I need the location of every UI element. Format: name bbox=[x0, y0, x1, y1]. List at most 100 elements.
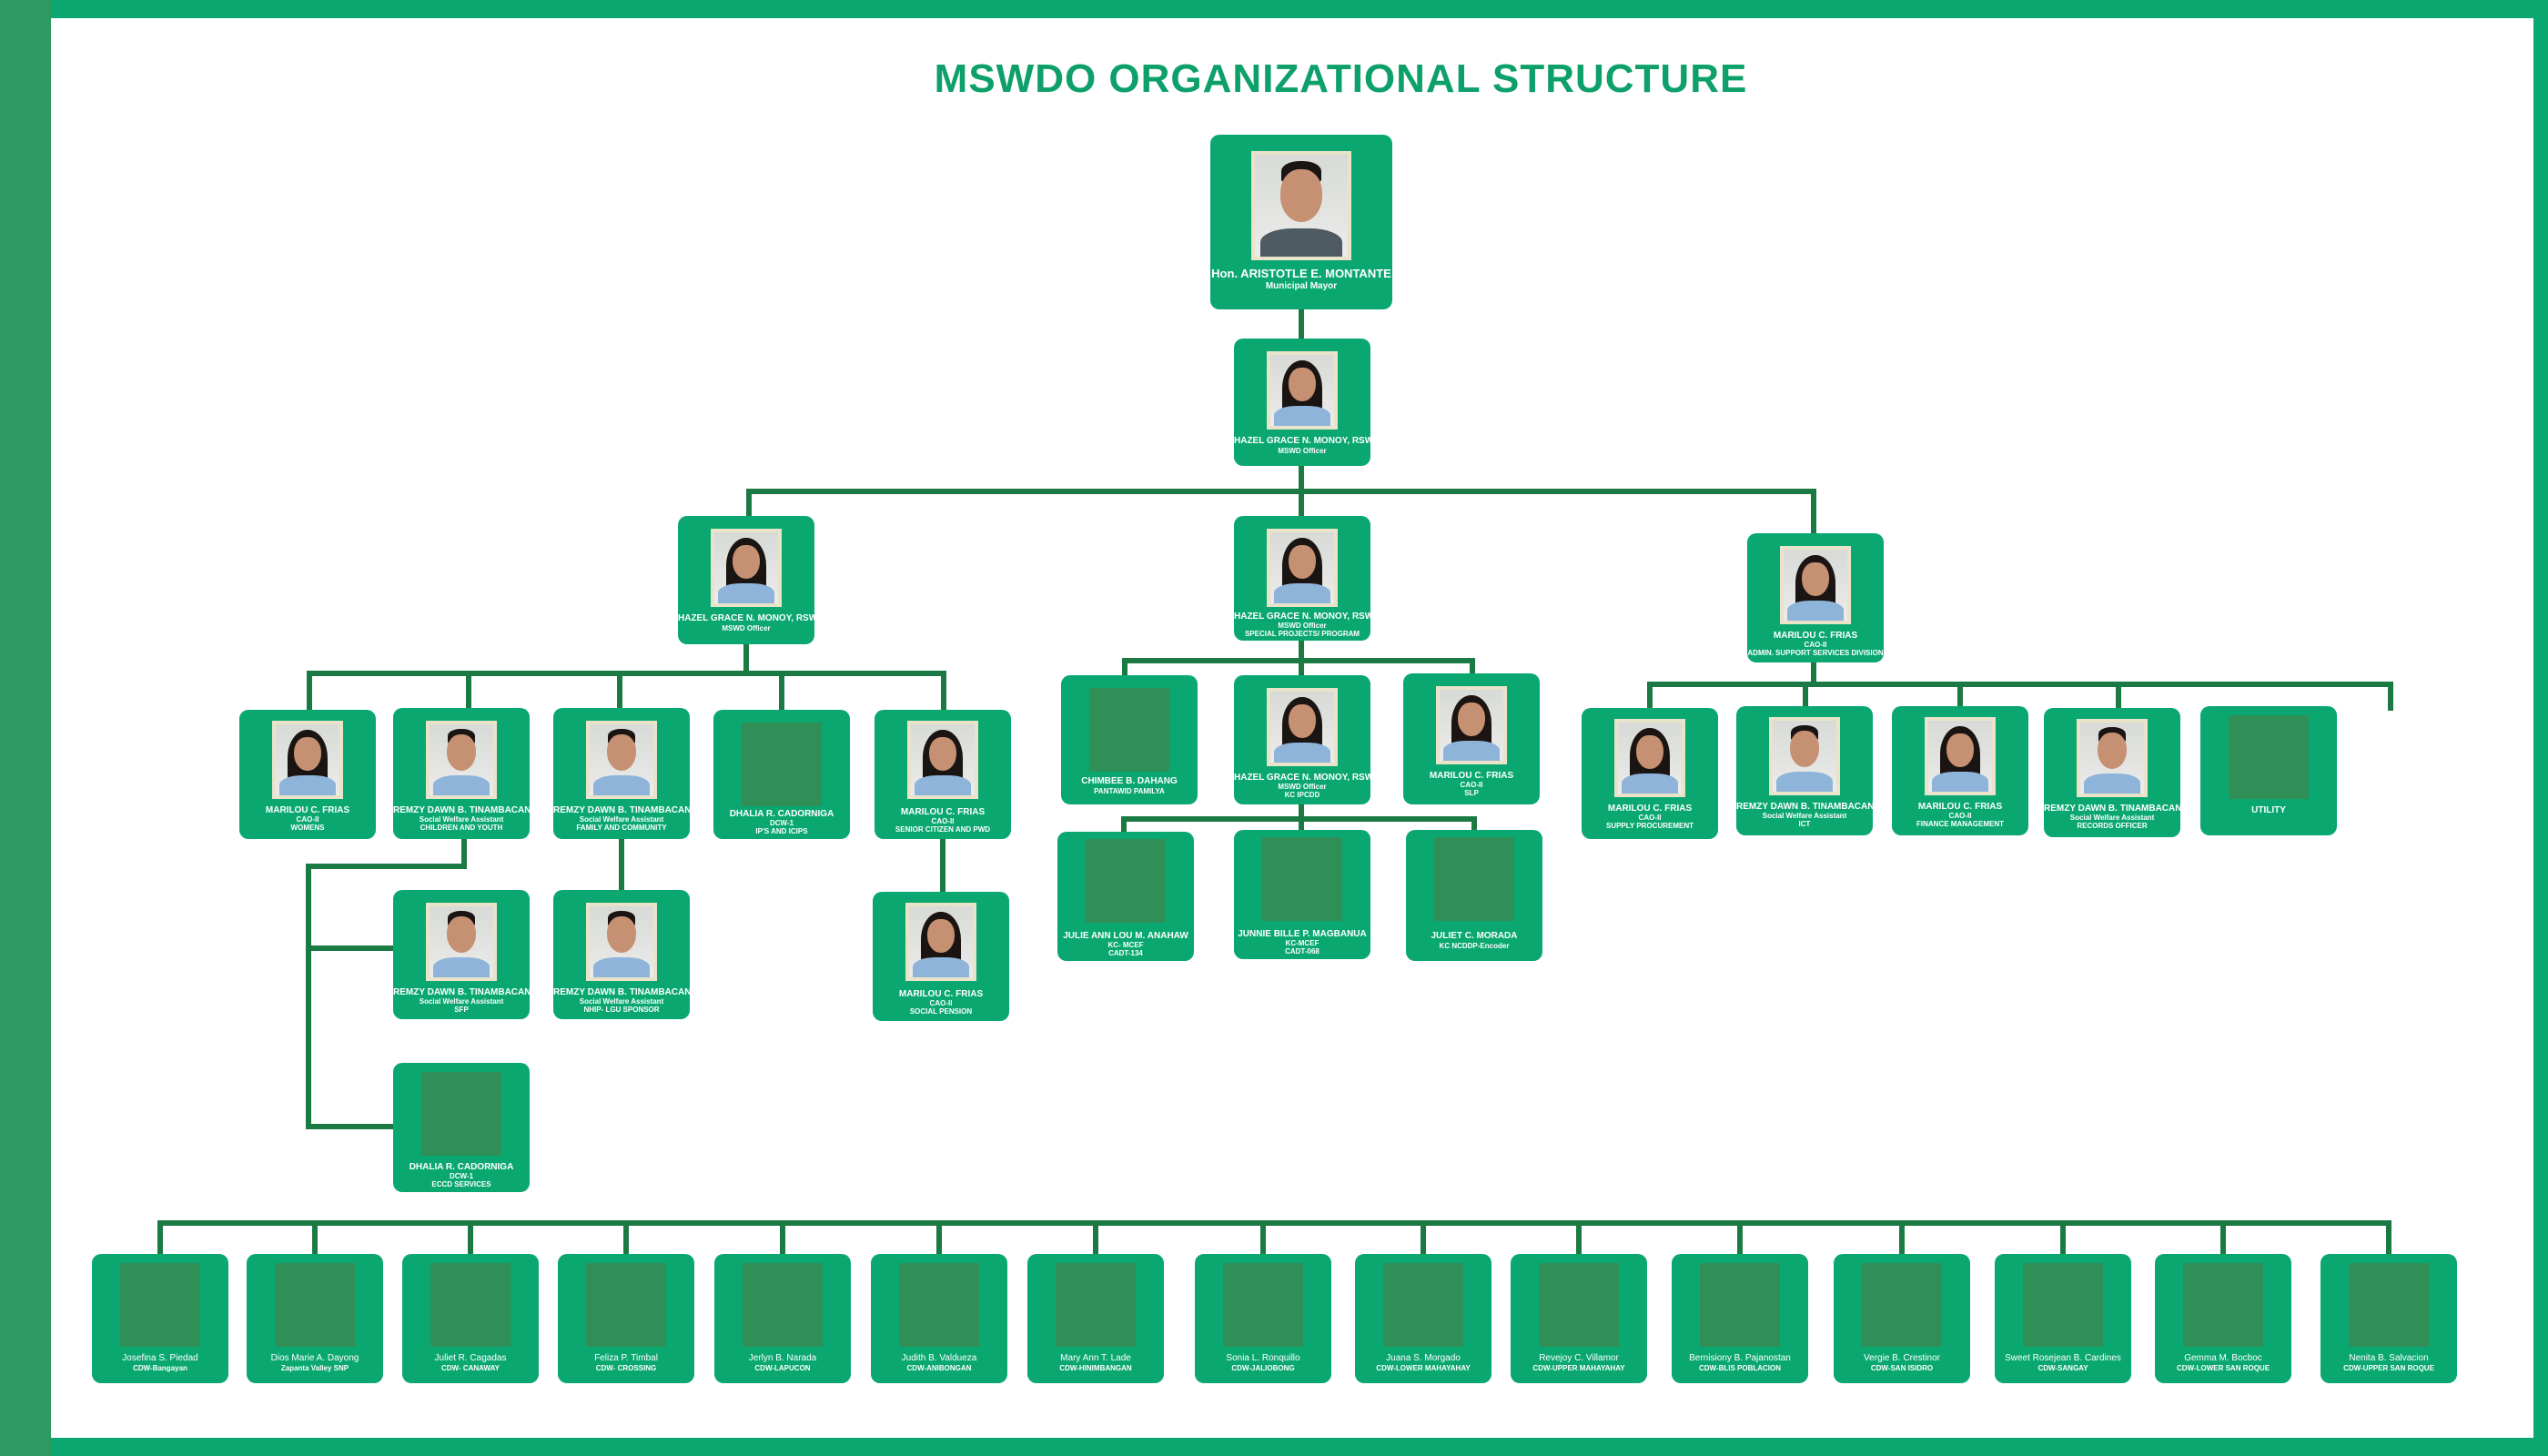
staff-position: CAO-II bbox=[931, 817, 955, 825]
worker-photo-placeholder bbox=[1539, 1263, 1619, 1347]
worker-post: CDW-SANGAY bbox=[2037, 1364, 2088, 1372]
worker-name: Nenita B. Salvacion bbox=[2349, 1353, 2429, 1363]
staff-name: REMZY DAWN B. TINAMBACAN bbox=[2044, 804, 2182, 814]
division-center-name: HAZEL GRACE N. MONOY, RSW bbox=[1234, 612, 1374, 622]
staff-photo-placeholder bbox=[2229, 715, 2309, 799]
staff-name: REMZY DAWN B. TINAMBACAN bbox=[393, 987, 531, 997]
division-right-unit: ADMIN. SUPPORT SERVICES DIVISION bbox=[1747, 649, 1884, 657]
staff-name: REMZY DAWN B. TINAMBACAN bbox=[553, 805, 692, 815]
division-right-position: CAO-II bbox=[1804, 641, 1827, 649]
worker-name: Josefina S. Piedad bbox=[122, 1353, 198, 1363]
connector bbox=[306, 836, 467, 1129]
staff-ict-box: REMZY DAWN B. TINAMBACAN Social Welfare … bbox=[1736, 706, 1875, 835]
staff-sfp-box: REMZY DAWN B. TINAMBACAN Social Welfare … bbox=[393, 890, 531, 1019]
staff-position: Social Welfare Assistant bbox=[419, 815, 504, 824]
worker-name: Juliet R. Cagadas bbox=[434, 1353, 507, 1363]
worker-name: Jerlyn B. Narada bbox=[748, 1353, 817, 1363]
staff-children-box: REMZY DAWN B. TINAMBACAN Social Welfare … bbox=[393, 708, 531, 839]
division-left-photo bbox=[711, 529, 782, 607]
staff-photo bbox=[907, 721, 978, 799]
staff-utility-box: UTILITY bbox=[2200, 706, 2337, 835]
staff-photo bbox=[1436, 686, 1507, 764]
worker-post: CDW-LOWER MAHAYAHAY bbox=[1376, 1364, 1471, 1372]
staff-cadt134-box: JULIE ANN LOU M. ANAHAW KC- MCEF CADT-13… bbox=[1057, 832, 1194, 961]
worker-post: CDW-ANIBONGAN bbox=[906, 1364, 972, 1372]
staff-unit: NHIP- LGU SPONSOR bbox=[583, 1006, 660, 1014]
staff-photo-placeholder bbox=[1262, 837, 1342, 921]
frame-right bbox=[2533, 0, 2548, 1456]
worker-name: Juana S. Morgado bbox=[1386, 1353, 1461, 1363]
staff-position: CAO-II bbox=[1638, 814, 1662, 822]
staff-photo-placeholder bbox=[742, 723, 822, 806]
staff-position: Social Welfare Assistant bbox=[579, 997, 664, 1006]
staff-position: CAO-II bbox=[1948, 812, 1972, 820]
staff-unit: SUPPLY PROCUREMENT bbox=[1605, 822, 1694, 830]
staff-unit: KC IPCDD bbox=[1284, 791, 1320, 799]
staff-unit: CHILDREN AND YOUTH bbox=[420, 824, 503, 832]
staff-photo bbox=[905, 903, 976, 981]
staff-position: KC-MCEF bbox=[1285, 939, 1320, 947]
staff-name: MARILOU C. FRIAS bbox=[1607, 804, 1693, 814]
staff-unit: SOCIAL PENSION bbox=[909, 1007, 973, 1016]
staff-cadt068-box: JUNNIE BILLE P. MAGBANUA KC-MCEF CADT-06… bbox=[1234, 830, 1370, 959]
division-center-box: HAZEL GRACE N. MONOY, RSW MSWD Officer S… bbox=[1234, 516, 1374, 641]
division-center-photo bbox=[1267, 529, 1338, 607]
officer-photo bbox=[1267, 351, 1338, 430]
frame-top bbox=[0, 0, 2548, 18]
officer-box: HAZEL GRACE N. MONOY, RSW MSWD Officer bbox=[1234, 339, 1373, 466]
staff-name: REMZY DAWN B. TINAMBACAN bbox=[1736, 802, 1875, 812]
staff-position: MSWD Officer bbox=[1278, 783, 1327, 791]
division-right-photo bbox=[1780, 546, 1851, 624]
staff-photo bbox=[1614, 719, 1685, 797]
staff-name: MARILOU C. FRIAS bbox=[1429, 771, 1514, 781]
staff-unit: CADT-068 bbox=[1285, 947, 1320, 956]
worker-photo-placeholder bbox=[1700, 1263, 1780, 1347]
worker-post: CDW-SAN ISIDRO bbox=[1870, 1364, 1934, 1372]
staff-name: MARILOU C. FRIAS bbox=[900, 807, 986, 817]
worker-post: CDW-HINIMBANGAN bbox=[1059, 1364, 1132, 1372]
worker-post: CDW- CANAWAY bbox=[441, 1364, 500, 1372]
mayor-position: Municipal Mayor bbox=[1265, 281, 1338, 291]
staff-photo bbox=[426, 721, 497, 799]
staff-photo bbox=[586, 903, 657, 981]
staff-pantawid-box: CHIMBEE B. DAHANG PANTAWID PAMILYA bbox=[1061, 675, 1198, 804]
staff-name: REMZY DAWN B. TINAMBACAN bbox=[393, 805, 531, 815]
worker-name: Vergie B. Crestinor bbox=[1864, 1353, 1940, 1363]
worker-name: Revejoy C. Villamor bbox=[1539, 1353, 1619, 1363]
staff-name: HAZEL GRACE N. MONOY, RSW bbox=[1234, 773, 1374, 783]
staff-photo bbox=[1267, 688, 1338, 766]
staff-pension-box: MARILOU C. FRIAS CAO-II SOCIAL PENSION bbox=[873, 892, 1009, 1021]
staff-photo bbox=[272, 721, 343, 799]
staff-ips-box: DHALIA R. CADORNIGA DCW-1 IP'S AND ICIPS bbox=[713, 710, 850, 839]
staff-name: UTILITY bbox=[2251, 805, 2286, 815]
staff-kcipcdd-box: HAZEL GRACE N. MONOY, RSW MSWD Officer K… bbox=[1234, 675, 1374, 804]
staff-photo bbox=[1769, 717, 1840, 795]
staff-position: PANTAWID PAMILYA bbox=[1094, 787, 1165, 795]
staff-unit: ICT bbox=[1798, 820, 1811, 828]
worker-photo-placeholder bbox=[743, 1263, 823, 1347]
worker-photo-placeholder bbox=[1862, 1263, 1942, 1347]
staff-position: CAO-II bbox=[929, 999, 953, 1007]
worker-name: Mary Ann T. Lade bbox=[1060, 1353, 1131, 1363]
worker-post: CDW-JALIOBONG bbox=[1231, 1364, 1295, 1372]
chart-title: MSWDO ORGANIZATIONAL STRUCTURE bbox=[934, 56, 1748, 101]
staff-supply-box: MARILOU C. FRIAS CAO-II SUPPLY PROCUREME… bbox=[1582, 708, 1718, 839]
staff-position: KC- MCEF bbox=[1107, 941, 1144, 949]
worker-photo-placeholder bbox=[899, 1263, 979, 1347]
staff-unit: FINANCE MANAGEMENT bbox=[1916, 820, 2004, 828]
worker-photo-placeholder bbox=[2349, 1263, 2429, 1347]
staff-name: MARILOU C. FRIAS bbox=[1917, 802, 2003, 812]
staff-photo bbox=[2077, 719, 2148, 797]
staff-senior-box: MARILOU C. FRIAS CAO-II SENIOR CITIZEN A… bbox=[875, 710, 1011, 839]
staff-position: Social Welfare Assistant bbox=[2069, 814, 2155, 822]
staff-photo-placeholder bbox=[1089, 688, 1169, 772]
worker-name: Judith B. Valdueza bbox=[901, 1353, 977, 1363]
division-right-box: MARILOU C. FRIAS CAO-II ADMIN. SUPPORT S… bbox=[1747, 533, 1884, 662]
